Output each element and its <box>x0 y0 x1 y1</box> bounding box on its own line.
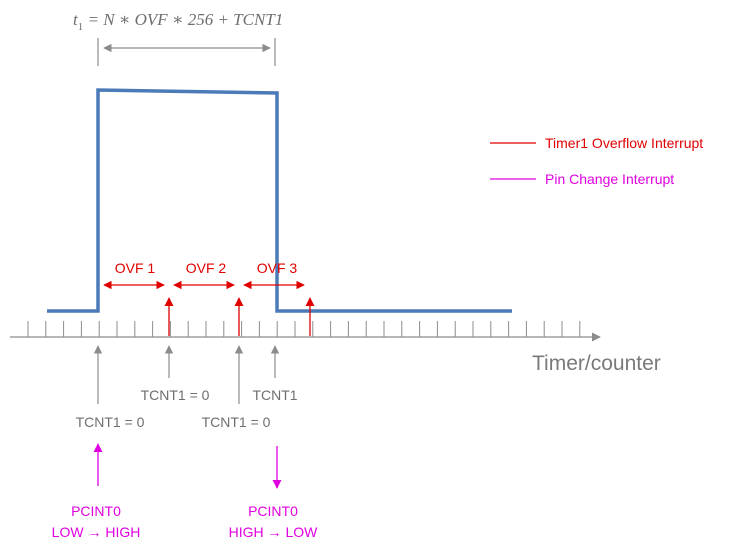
tcnt-start-label: TCNT1 = 0 <box>76 414 145 430</box>
duration-formula: t1 = N ∗ OVF ∗ 256 + TCNT1 <box>73 10 283 33</box>
ovf-3-label: OVF 3 <box>257 260 298 276</box>
pcint-fall-transition: HIGH → LOW <box>229 524 318 540</box>
legend-overflow-label: Timer1 Overflow Interrupt <box>545 135 703 151</box>
legend-pin-change-label: Pin Change Interrupt <box>545 171 674 187</box>
ovf-2-label: OVF 2 <box>186 260 227 276</box>
arrow-right-icon: → <box>268 524 282 540</box>
ovf-1-label: OVF 1 <box>115 260 156 276</box>
signal-waveform <box>47 88 512 313</box>
tcnt-ovf1-label: TCNT1 = 0 <box>141 387 210 403</box>
tcnt-end-label: TCNT1 <box>252 387 297 403</box>
pcint-rise-name: PCINT0 <box>71 503 121 519</box>
pcint-fall-name: PCINT0 <box>248 503 298 519</box>
axis-label: Timer/counter <box>532 352 661 375</box>
axis-ticks <box>27 321 581 337</box>
pcint-rise-transition: LOW → HIGH <box>52 524 141 540</box>
arrow-right-icon: → <box>87 524 101 540</box>
tcnt-ovf2-label: TCNT1 = 0 <box>202 414 271 430</box>
